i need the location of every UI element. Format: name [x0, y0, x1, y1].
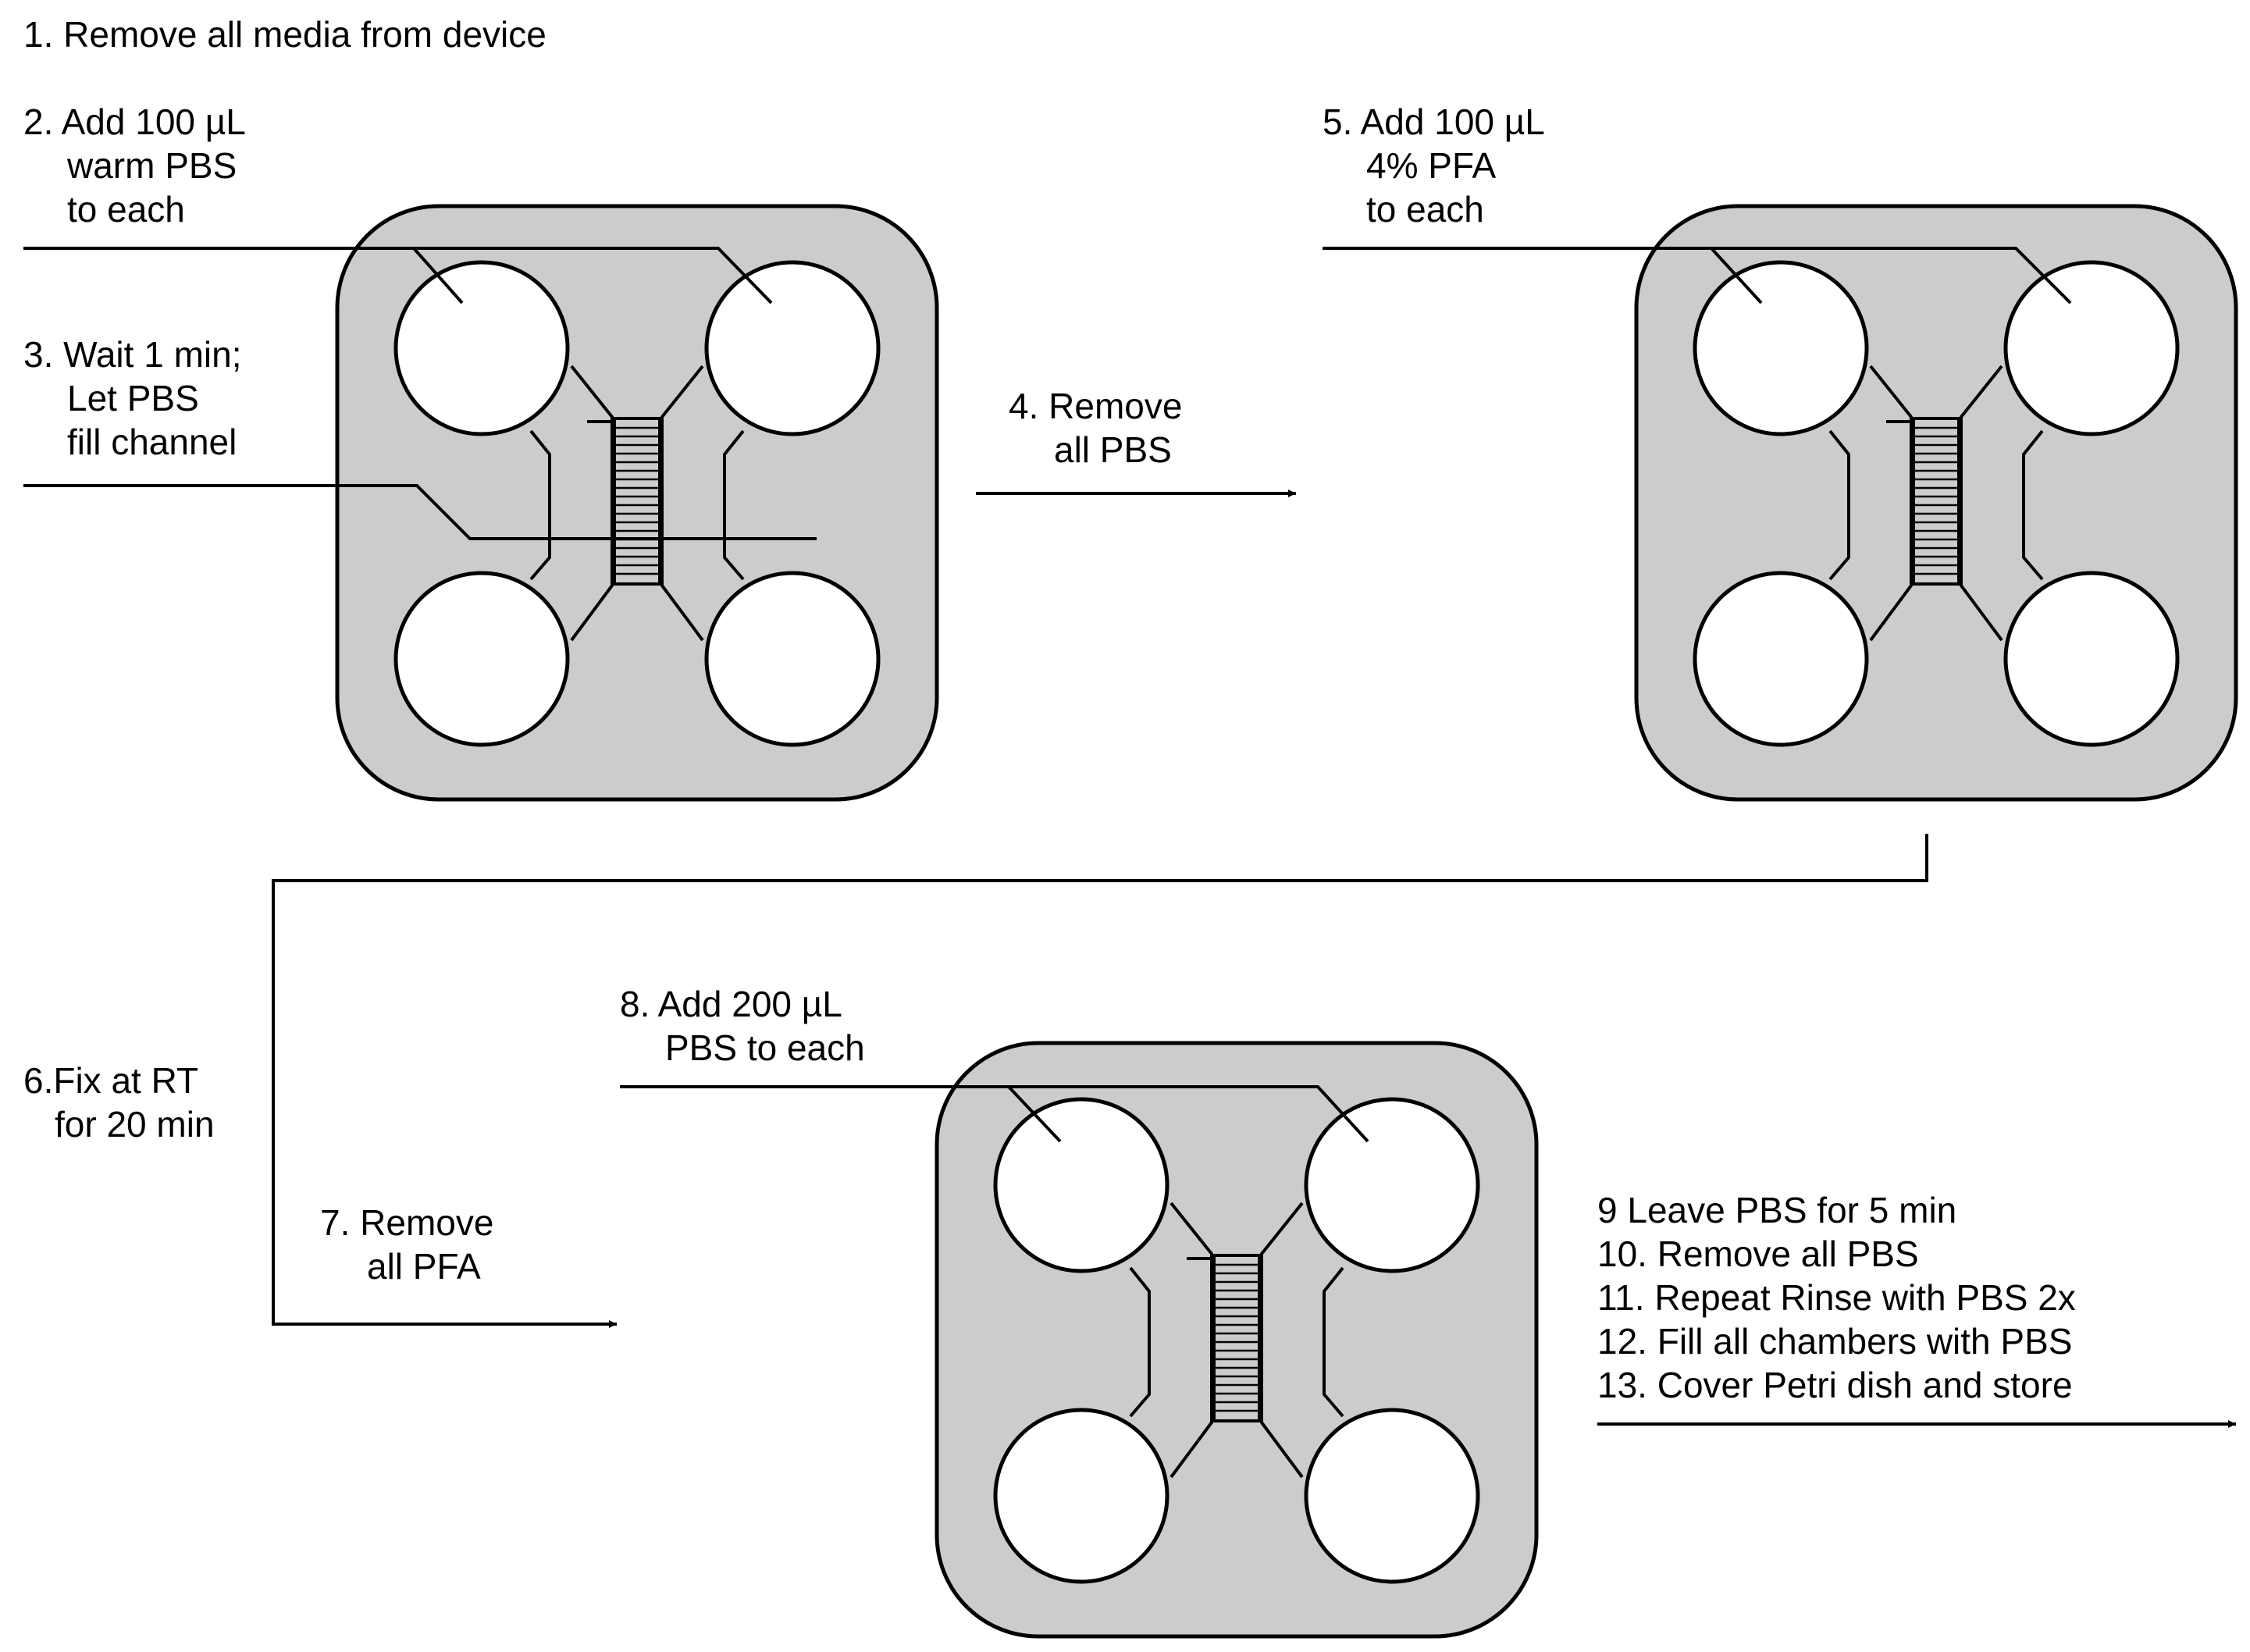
step4-line2: all PBS — [1054, 429, 1172, 470]
device-1 — [337, 206, 937, 799]
step9-line: 9 Leave PBS for 5 min — [1597, 1190, 1956, 1230]
step11-line: 11. Repeat Rinse with PBS 2x — [1597, 1277, 2076, 1318]
step3-line3: fill channel — [67, 422, 237, 462]
flow-arrows — [272, 490, 2236, 1428]
device-3 — [937, 1043, 1536, 1636]
step7-line2: all PFA — [367, 1246, 481, 1287]
step2-leader-right — [414, 247, 773, 304]
step8-line2: PBS to each — [665, 1027, 865, 1068]
step7-line1: 7. Remove — [320, 1202, 493, 1243]
step-labels: 1. Remove all media from device 2. Add 1… — [23, 14, 2076, 1405]
step10-line: 10. Remove all PBS — [1597, 1234, 1919, 1274]
step13-line: 13. Cover Petri dish and store — [1597, 1365, 2073, 1405]
step5-line3: to each — [1366, 189, 1484, 230]
step3-leader — [23, 484, 817, 540]
step8-line1: 8. Add 200 µL — [620, 984, 842, 1024]
step2-line3: to each — [67, 189, 185, 230]
step12-line: 12. Fill all chambers with PBS — [1597, 1321, 2072, 1362]
arrow-step6-7 — [272, 834, 1928, 1328]
step3-line1: 3. Wait 1 min; — [23, 334, 241, 375]
leader-lines — [23, 247, 2072, 1143]
step2-line2: warm PBS — [66, 145, 237, 186]
step8-leader-right — [1009, 1085, 1369, 1143]
step3-line2: Let PBS — [67, 378, 199, 418]
step4-line1: 4. Remove — [1009, 386, 1182, 426]
step6-line2: for 20 min — [55, 1104, 215, 1145]
step5-line2: 4% PFA — [1366, 145, 1497, 186]
step2-line1: 2. Add 100 µL — [23, 101, 246, 142]
step5-leader-right — [1711, 247, 2072, 304]
step6-line1: 6.Fix at RT — [23, 1060, 198, 1101]
step5-line1: 5. Add 100 µL — [1323, 101, 1545, 142]
step1-line1: 1. Remove all media from device — [23, 14, 546, 55]
device-2 — [1636, 206, 2236, 799]
